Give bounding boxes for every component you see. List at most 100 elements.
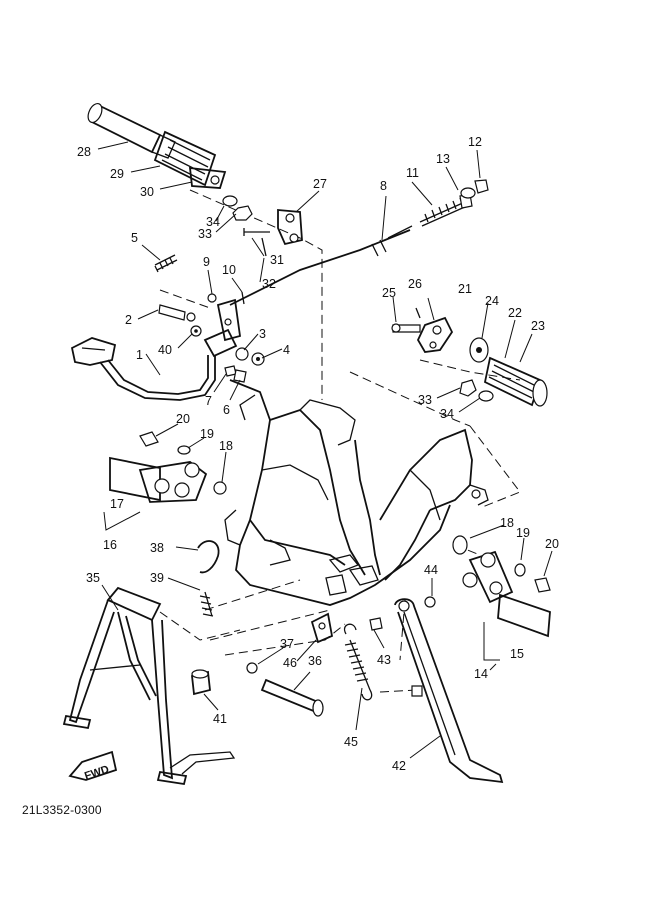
callout-16: 16 [103,538,117,552]
callout-5: 5 [131,231,138,245]
left-footrest-bar [87,102,227,189]
springs-left [197,540,220,617]
pivot-shaft-36-icon [260,678,320,714]
spring-39-icon [199,591,214,617]
nut-33-right-icon [459,379,477,397]
callout-40: 40 [158,343,172,357]
callout-33: 33 [198,227,212,241]
brake-bracket [222,195,303,257]
callout-33-right: 33 [418,393,432,407]
callout-37: 37 [280,637,294,651]
callout-15: 15 [510,647,524,661]
leader-lines [97,141,553,759]
callout-10: 10 [222,263,236,277]
bolt-20-right-icon [534,577,551,593]
callout-20: 20 [176,412,190,426]
callout-35: 35 [86,571,100,585]
callout-18: 18 [219,439,233,453]
callout-13: 13 [436,152,450,166]
footrest-rubber-left-icon [153,130,217,187]
callout-42: 42 [392,759,406,773]
callout-2: 2 [125,313,132,327]
plate-46-icon [310,612,334,644]
callout-43: 43 [377,653,391,667]
callout-27: 27 [313,177,327,191]
callout-39: 39 [150,571,164,585]
right-footrest-bracket [452,535,551,638]
callout-44: 44 [424,563,438,577]
callout-36: 36 [308,654,322,668]
callout-12: 12 [468,135,482,149]
callout-32: 32 [262,277,276,291]
pin-6-icon [233,369,247,383]
callout-30: 30 [140,185,154,199]
clip-37-icon [246,662,258,674]
spring-5-icon [154,254,178,273]
callout-labels: 28 29 30 34 33 27 31 32 8 11 13 12 5 9 1… [77,135,559,773]
fwd-label: FWD [83,763,111,782]
pivot-bolt-2-icon [158,304,186,321]
collar-34-right-icon [478,390,494,402]
callout-24: 24 [485,294,499,308]
washer-19-right-icon [514,563,526,577]
stand-pivot [191,612,334,717]
callout-4: 4 [283,343,290,357]
washer-18-icon [213,481,227,495]
pin-7-icon [224,365,237,377]
bolt-20-icon [139,431,159,447]
callout-34: 34 [206,215,220,229]
callout-18-right: 18 [500,516,514,530]
callout-29: 29 [110,167,124,181]
callout-17: 17 [110,497,124,511]
washer-18-right-icon [452,535,468,555]
callout-7: 7 [205,394,212,408]
side-stand [343,596,504,784]
left-footrest-bracket [109,431,227,503]
callout-25: 25 [382,286,396,300]
spring-45-icon [344,639,371,691]
callout-46: 46 [283,656,297,670]
callout-26: 26 [408,277,422,291]
brake-pedal-pad-icon [70,337,117,366]
assembly-guides [159,189,521,693]
spring-11-icon [419,197,468,227]
catalog-number: 21L3352-0300 [22,803,102,817]
bracket-21-icon [416,316,454,353]
callout-19: 19 [200,427,214,441]
callout-9: 9 [203,255,210,269]
callout-8: 8 [380,179,387,193]
pin-43-icon [369,617,383,631]
callout-1: 1 [136,348,143,362]
callout-45: 45 [344,735,358,749]
washer-19-icon [177,445,191,455]
callout-22: 22 [508,306,522,320]
fwd-arrow-icon: FWD [68,750,118,783]
callout-11: 11 [406,166,419,180]
callout-14: 14 [474,667,488,681]
callout-41: 41 [213,712,227,726]
nut-33-icon [232,205,253,221]
callout-28: 28 [77,145,91,159]
callout-6: 6 [223,403,230,417]
nut-12-icon [474,179,489,194]
callout-38: 38 [150,541,164,555]
callout-31: 31 [270,253,284,267]
callout-23: 23 [531,319,545,333]
right-footrest [391,307,548,407]
callout-3: 3 [259,327,266,341]
bolt-44-icon [424,596,436,608]
callout-21: 21 [458,282,472,296]
rod-thread-icon [387,225,413,239]
frame-bolt-icon [471,489,481,499]
washer-9-icon [207,293,217,303]
brake-pedal [70,254,265,401]
collar-3-icon [235,347,249,361]
brake-rod [229,179,489,306]
callout-20-right: 20 [545,537,559,551]
collar-34-icon [222,195,238,207]
footrest-rubber-right-icon [483,356,542,407]
joint-13-icon [460,187,476,199]
main-stand [62,586,236,786]
